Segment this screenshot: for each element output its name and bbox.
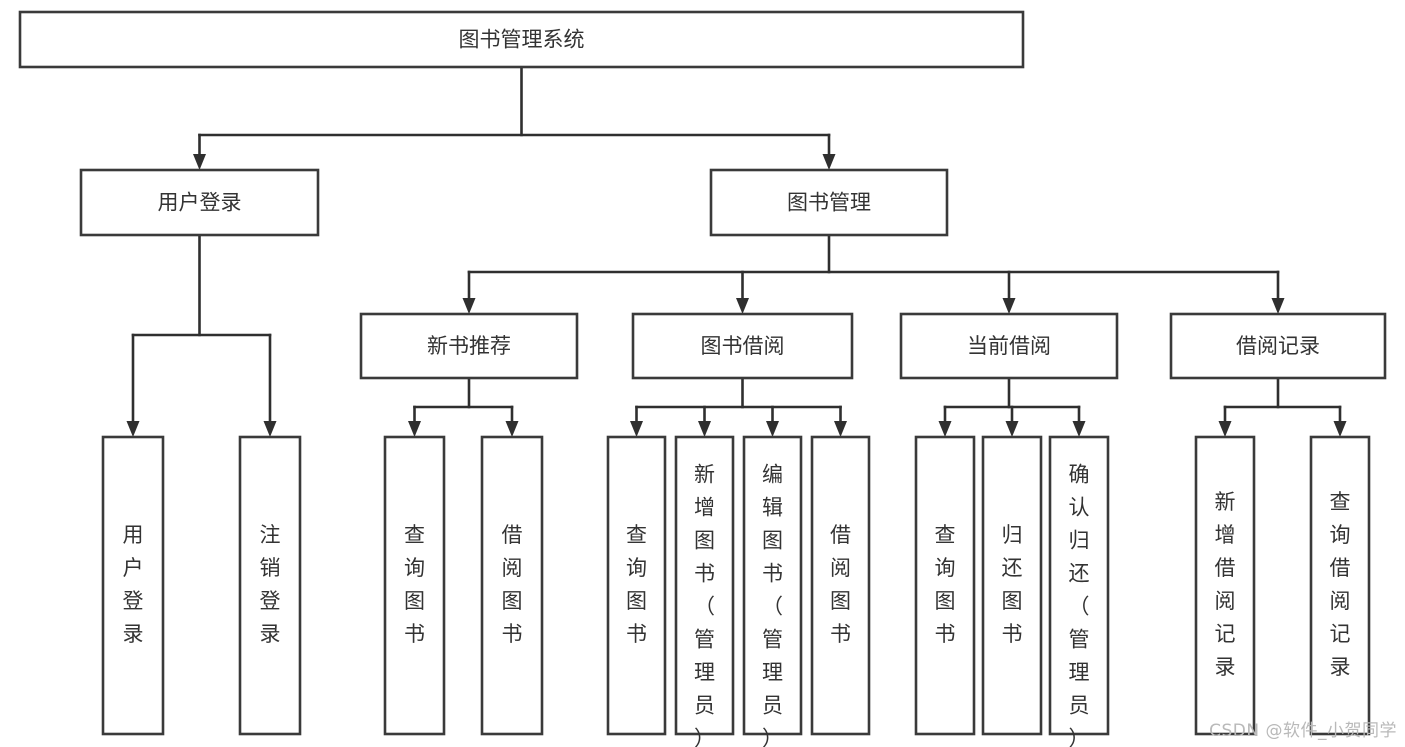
arrow-head-icon — [1218, 421, 1232, 437]
node-label-leaf-borrow-book-2: 借阅图书 — [830, 523, 851, 646]
arrow-head-icon — [1333, 421, 1347, 437]
node-label-leaf-query-book-3: 查询图书 — [935, 523, 956, 646]
node-book-manage[interactable]: 图书管理 — [709, 168, 949, 237]
node-box-leaf-return-book[interactable] — [981, 435, 1043, 736]
node-label-new-book-rec: 新书推荐 — [427, 334, 511, 358]
arrow-head-icon — [1002, 298, 1016, 314]
node-label-book-borrow: 图书借阅 — [701, 334, 785, 358]
node-leaf-borrow-book-2[interactable]: 借阅图书 — [810, 435, 871, 736]
node-label-root: 图书管理系统 — [459, 28, 585, 52]
node-label-leaf-query-record: 查询借阅记录 — [1330, 490, 1351, 679]
node-leaf-query-record[interactable]: 查询借阅记录 — [1309, 435, 1371, 736]
node-leaf-query-book-2[interactable]: 查询图书 — [606, 435, 667, 736]
node-label-user-login: 用户登录 — [158, 191, 242, 215]
arrow-head-icon — [1271, 298, 1285, 314]
node-box-leaf-edit-book[interactable] — [742, 435, 803, 736]
node-box-leaf-add-book[interactable] — [674, 435, 735, 736]
node-box-leaf-borrow-book-1[interactable] — [480, 435, 544, 736]
node-box-new-book-rec[interactable] — [359, 312, 579, 380]
node-box-leaf-borrow-book-2[interactable] — [810, 435, 871, 736]
node-box-book-borrow[interactable] — [631, 312, 854, 380]
node-leaf-add-record[interactable]: 新增借阅记录 — [1194, 435, 1256, 736]
arrow-head-icon — [1005, 421, 1019, 437]
node-current-borrow[interactable]: 当前借阅 — [899, 312, 1119, 380]
node-layer: 图书管理系统用户登录图书管理新书推荐图书借阅当前借阅借阅记录用户登录注销登录查询… — [18, 10, 1387, 747]
node-box-user-login[interactable] — [79, 168, 320, 237]
arrow-head-icon — [462, 298, 476, 314]
node-box-leaf-query-book-1[interactable] — [383, 435, 446, 736]
node-box-current-borrow[interactable] — [899, 312, 1119, 380]
node-label-book-manage: 图书管理 — [787, 191, 871, 215]
node-label-borrow-record: 借阅记录 — [1236, 334, 1320, 358]
arrow-head-icon — [126, 421, 140, 437]
arrow-head-icon — [1072, 421, 1086, 437]
node-label-leaf-confirm-return: 确认归还（管理员） — [1069, 463, 1090, 747]
node-box-leaf-query-record[interactable] — [1309, 435, 1371, 736]
connector-group-root — [193, 65, 836, 170]
node-leaf-borrow-book-1[interactable]: 借阅图书 — [480, 435, 544, 736]
node-borrow-record[interactable]: 借阅记录 — [1169, 312, 1387, 380]
node-book-borrow[interactable]: 图书借阅 — [631, 312, 854, 380]
node-box-leaf-add-record[interactable] — [1194, 435, 1256, 736]
arrow-head-icon — [822, 154, 836, 170]
node-leaf-query-book-1[interactable]: 查询图书 — [383, 435, 446, 736]
node-box-root[interactable] — [18, 10, 1025, 69]
node-new-book-rec[interactable]: 新书推荐 — [359, 312, 579, 380]
node-label-leaf-query-book-1: 查询图书 — [404, 523, 425, 646]
node-label-leaf-add-book: 新增图书（管理员） — [694, 463, 715, 747]
node-leaf-query-book-3[interactable]: 查询图书 — [914, 435, 976, 736]
connector-group-user-login — [126, 233, 277, 437]
node-box-leaf-confirm-return[interactable] — [1048, 435, 1110, 736]
node-label-current-borrow: 当前借阅 — [967, 334, 1051, 358]
node-leaf-return-book[interactable]: 归还图书 — [981, 435, 1043, 736]
connector-group-new-book-rec — [408, 376, 519, 437]
arrow-head-icon — [736, 298, 749, 314]
node-label-leaf-logout: 注销登录 — [260, 523, 281, 646]
arrow-head-icon — [408, 421, 421, 437]
node-box-leaf-query-book-2[interactable] — [606, 435, 667, 736]
node-label-leaf-query-book-2: 查询图书 — [626, 523, 647, 646]
arrow-head-icon — [766, 421, 779, 437]
node-leaf-logout[interactable]: 注销登录 — [238, 435, 302, 736]
node-root[interactable]: 图书管理系统 — [18, 10, 1025, 69]
node-leaf-confirm-return[interactable]: 确认归还（管理员） — [1048, 435, 1110, 747]
node-leaf-add-book[interactable]: 新增图书（管理员） — [674, 435, 735, 747]
node-box-borrow-record[interactable] — [1169, 312, 1387, 380]
connector-group-book-manage — [462, 233, 1285, 314]
arrow-head-icon — [505, 421, 519, 437]
node-label-leaf-user-login: 用户登录 — [123, 523, 144, 646]
connector-group-borrow-record — [1218, 376, 1347, 437]
node-box-leaf-user-login[interactable] — [101, 435, 165, 736]
arrow-head-icon — [193, 154, 206, 170]
node-user-login[interactable]: 用户登录 — [79, 168, 320, 237]
node-leaf-user-login[interactable]: 用户登录 — [101, 435, 165, 736]
node-box-leaf-logout[interactable] — [238, 435, 302, 736]
node-label-leaf-return-book: 归还图书 — [1002, 523, 1023, 646]
node-label-leaf-add-record: 新增借阅记录 — [1215, 490, 1236, 679]
connector-group-book-borrow — [630, 376, 847, 437]
arrow-head-icon — [263, 421, 277, 437]
arrow-head-icon — [938, 421, 952, 437]
node-label-leaf-borrow-book-1: 借阅图书 — [502, 523, 523, 646]
arrow-head-icon — [630, 421, 643, 437]
connector-layer — [126, 65, 1347, 437]
node-leaf-edit-book[interactable]: 编辑图书（管理员） — [742, 435, 803, 747]
arrow-head-icon — [698, 421, 711, 437]
node-label-leaf-edit-book: 编辑图书（管理员） — [762, 463, 783, 747]
arrow-head-icon — [834, 421, 847, 437]
node-box-leaf-query-book-3[interactable] — [914, 435, 976, 736]
connector-group-current-borrow — [938, 376, 1086, 437]
node-box-book-manage[interactable] — [709, 168, 949, 237]
